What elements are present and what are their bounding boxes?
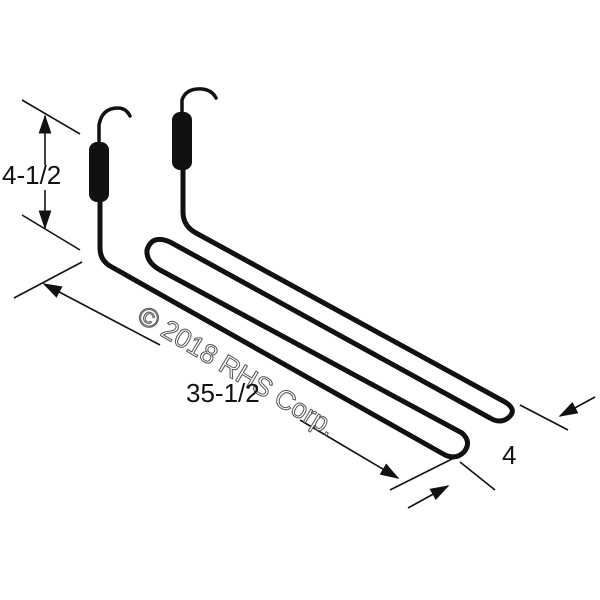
length-dimension-label: 35-1/2 xyxy=(186,378,260,408)
left-lead-wire xyxy=(97,106,132,147)
heating-element xyxy=(97,87,515,460)
right-terminal-sleeve xyxy=(172,112,192,170)
element-tube xyxy=(97,162,515,460)
dimension-lines xyxy=(13,99,596,509)
left-terminal-sleeve xyxy=(89,142,109,202)
width-dimension-label: 4 xyxy=(502,440,517,470)
height-dimension-label: 4-1/2 xyxy=(2,160,62,190)
right-lead-wire xyxy=(180,87,218,117)
